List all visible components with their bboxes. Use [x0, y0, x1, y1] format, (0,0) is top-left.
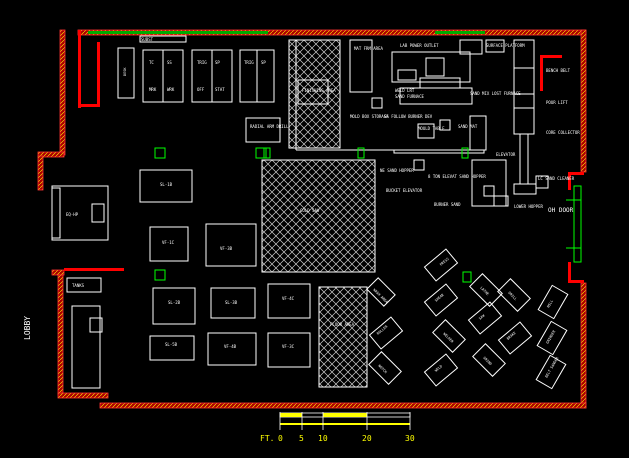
- label-off: OFF: [197, 87, 205, 92]
- label-floor-area: FLOOR AREA: [330, 322, 355, 327]
- door-markers: [88, 31, 582, 263]
- label-sand-mix: SAND MIX LOST FURNACE: [470, 91, 521, 96]
- label-sand-mat: SAND MAT: [458, 124, 478, 129]
- label-sl3: SL-3B: [225, 300, 238, 305]
- label-trig2: TRIG: [244, 60, 254, 65]
- angled-machines: [366, 248, 569, 390]
- scale-bar: FT. 0 5 10 20 30: [260, 412, 415, 443]
- label-mould-table: MOULD TABLE: [418, 126, 445, 131]
- label-vf5: VF-3C: [282, 344, 295, 349]
- label-sp2: SP: [261, 60, 266, 65]
- label-bench-belt: BENCH BELT: [546, 68, 571, 73]
- machinery-upper-right: [263, 39, 549, 207]
- label-bucket-elev: BUCKET ELEVATOR: [386, 188, 423, 193]
- scale-tick-0: 0: [278, 434, 283, 443]
- label-burner-sand: BURNER SAND: [434, 202, 461, 207]
- label-vf4: VF-4B: [224, 344, 237, 349]
- label-radial-arm: RADIAL ARM DRILL: [250, 124, 289, 129]
- label-pour-lift: POUR LIFT: [546, 100, 568, 105]
- label-grinder: GRINDER: [545, 329, 556, 345]
- label-ss: SS: [167, 60, 172, 65]
- label-core-collector: CORE COLLECTOR: [546, 130, 580, 135]
- label-desk: DESK: [123, 67, 127, 76]
- label-weld2: WELD: [434, 364, 443, 372]
- label-wash-area: WASH AREA: [372, 288, 389, 305]
- label-roller: ROLLER: [376, 324, 389, 336]
- label-follow-burner: SA FOLLOW BURNER DEV: [384, 114, 433, 119]
- labels: SUBST DESK TC SS TRIG SP TRIG SP MRK WRK…: [23, 37, 580, 379]
- label-mill: MILL: [546, 299, 554, 308]
- office-equipment: [117, 35, 329, 143]
- label-elev-sand: 8 TON ELEVAT SAND HOPPER: [428, 174, 486, 179]
- label-stat: STAT: [215, 87, 225, 92]
- scale-unit-label: FT.: [260, 434, 274, 443]
- label-mat-form: MAT FRM AREA: [354, 46, 383, 51]
- label-grind: GRIND: [482, 356, 492, 366]
- label-lower-hopper: LOWER HOPPER: [514, 204, 543, 209]
- label-sand-furnace: SAND FURNACE: [395, 94, 424, 99]
- label-brake: BRAKE: [506, 331, 517, 341]
- label-wrk: WRK: [167, 87, 175, 92]
- scale-tick-30: 30: [405, 434, 415, 443]
- label-shear: SHEAR: [434, 292, 445, 302]
- label-sl5: SL-5B: [165, 342, 178, 347]
- label-subst: SUBST: [141, 37, 154, 42]
- label-elevator: ELEVATOR: [496, 152, 516, 157]
- label-sp1: SP: [215, 60, 220, 65]
- label-mold-box: MOLD BOX STORAGE: [350, 114, 389, 119]
- label-tc: TC: [149, 60, 154, 65]
- label-vf3: VF-4C: [282, 296, 295, 301]
- label-notch: NOTCH: [377, 364, 387, 374]
- label-vf1: VF-1C: [162, 240, 175, 245]
- scale-tick-10: 10: [318, 434, 328, 443]
- exterior-walls: [37, 29, 587, 409]
- label-vf2: VF-3B: [220, 246, 233, 251]
- label-weld: WELD LRT: [395, 88, 415, 93]
- label-lathe: LATHE: [479, 286, 489, 296]
- label-sand-cleaner: LC SAND CLEANER: [538, 176, 575, 181]
- label-press: PRESS: [439, 257, 450, 267]
- label-sl2: SL-2B: [168, 300, 181, 305]
- label-surface-plat: SURFACE PLATFORM: [486, 43, 525, 48]
- label-ne-sand-hopper: NE SAND HOPPER: [380, 168, 414, 173]
- label-lobby: LOBBY: [23, 316, 32, 340]
- label-sl1: SL-1B: [160, 182, 173, 187]
- label-welder: WELDER: [442, 332, 454, 344]
- label-cold-saw: COLD SAW: [300, 208, 320, 213]
- label-drill: DRILL: [507, 291, 517, 301]
- label-finishing: FINISHING AREA: [302, 88, 336, 93]
- label-tanks: TANKS: [72, 283, 85, 288]
- label-oh-door: OH DOOR: [548, 207, 574, 214]
- label-trig1: TRIG: [197, 60, 207, 65]
- scale-tick-20: 20: [362, 434, 372, 443]
- label-eq-hp: EQ-HP: [66, 212, 79, 217]
- label-lab-power: LAB POWER OUTLET: [400, 43, 439, 48]
- label-saw: SAW: [478, 313, 486, 321]
- scale-tick-5: 5: [299, 434, 304, 443]
- workstations: [51, 147, 311, 389]
- label-sander: BELT SANDER: [544, 356, 560, 379]
- label-mrk: MRK: [149, 87, 157, 92]
